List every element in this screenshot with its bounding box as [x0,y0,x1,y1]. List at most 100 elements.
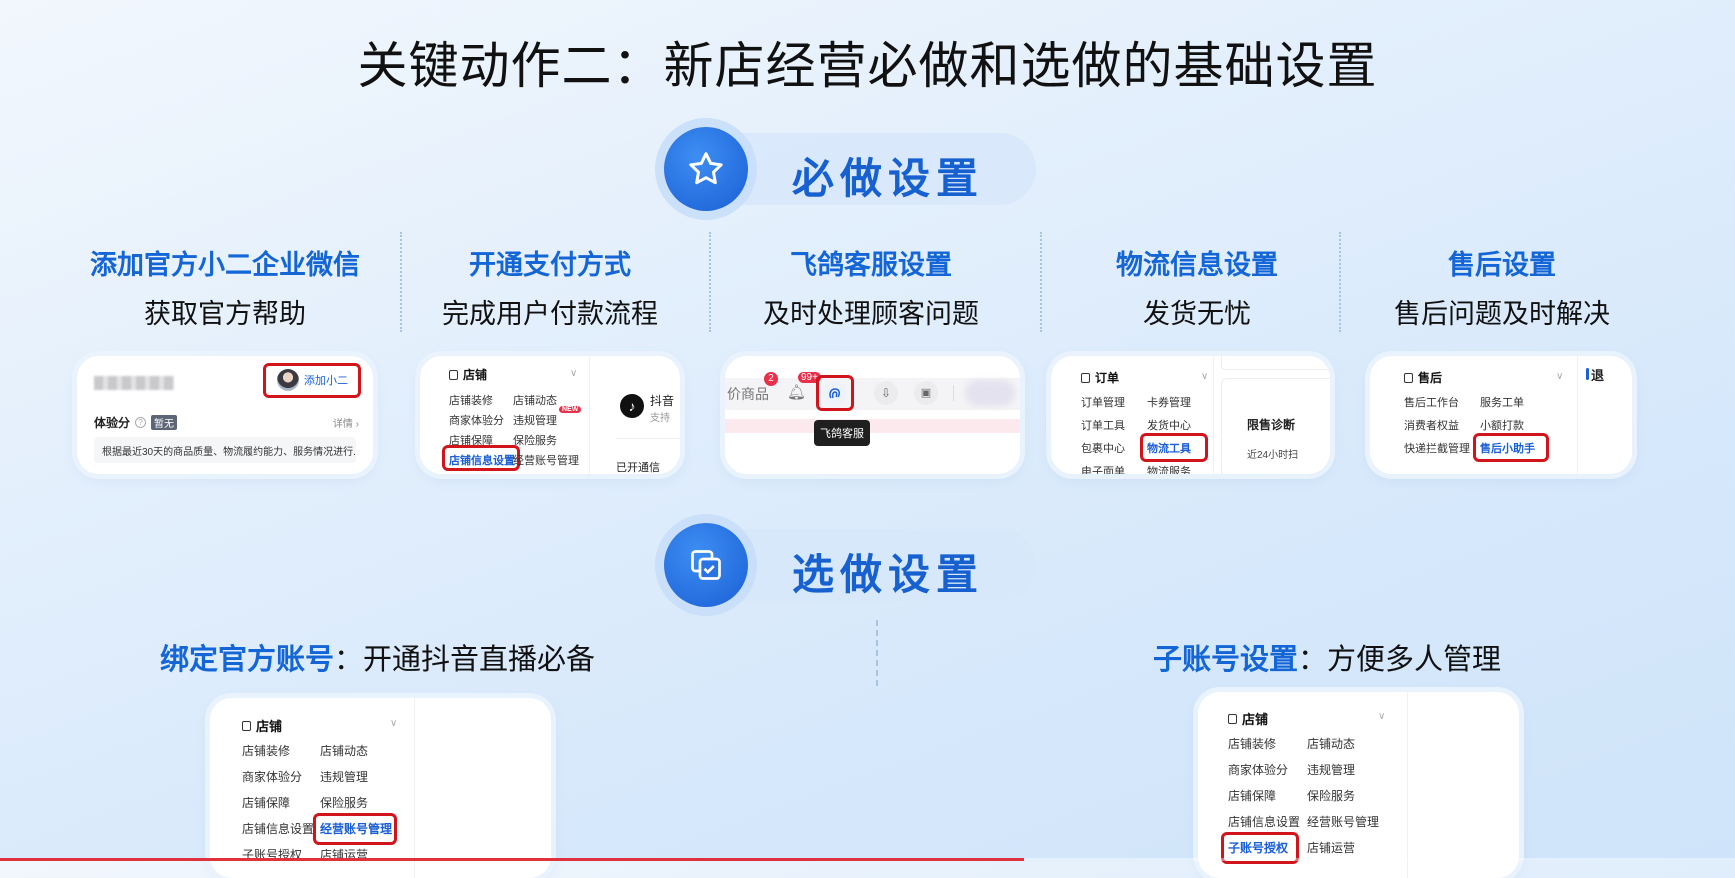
menu-item[interactable]: 订单管理 [1081,397,1125,409]
menu-item[interactable]: 物流工具 [1147,443,1191,455]
required-section-header: 必做设置 [664,127,1036,211]
menu-item[interactable]: 店铺装修 [1228,737,1277,751]
menu-item[interactable]: 保险服务 [320,796,369,810]
headset-service-icon[interactable] [823,381,847,405]
menu-section-icon [1228,713,1237,724]
menu-item[interactable]: 店铺动态 [1307,737,1356,751]
shop-menu-panel [420,356,590,474]
item-subtitle: 及时处理顾客问题 [763,299,979,329]
item-title: 绑定官方账号 [160,644,335,676]
blurred-profile [965,380,1015,406]
menu-item[interactable]: 电子面单 [1081,466,1125,474]
required-item-aftersale: 售后设置售后问题及时解决 [1342,243,1662,331]
highlight-box [313,813,397,845]
chevron-down-icon[interactable]: ∨ [1556,371,1564,382]
new-badge: NEW [559,406,582,413]
menu-header[interactable]: 售后 [1404,369,1442,386]
menu-item[interactable]: 店铺运营 [1307,841,1356,855]
menu-header[interactable]: 店铺 [449,366,487,383]
menu-item[interactable]: 经营账号管理 [513,455,579,467]
aftersale-screenshot-card: 退 售后 ∨ 售后工作台 服务工单消费者权益 小额打款快递拦截管理售后小助手 [1370,356,1632,474]
menu-item[interactable]: 店铺保障 [242,796,291,810]
menu-header[interactable]: 订单 [1081,369,1119,386]
add-staff-button[interactable]: 添加小二 [277,369,348,391]
highlight-box [1140,433,1208,462]
menu-header-label: 店铺 [463,368,488,382]
download-icon[interactable]: ⇩ [874,381,898,405]
service-tooltip: 飞鸽客服 [814,420,870,446]
store-icon[interactable]: ▣ [914,381,938,405]
score-label: 体验分 [94,416,131,430]
optional-section-label: 选做设置 [792,551,985,598]
menu-item[interactable]: 店铺动态 [320,744,369,758]
chevron-down-icon[interactable]: ∨ [390,718,398,729]
menu-item[interactable]: 商家体验分 [242,770,303,784]
order-menu-panel [1051,356,1214,474]
menu-item[interactable]: 店铺装修 [242,744,291,758]
menu-item[interactable]: 店铺动态 [513,395,557,407]
nav-product-link[interactable]: 价商品 [727,386,769,402]
menu-item[interactable]: 卡券管理 [1147,397,1191,409]
menu-item[interactable]: 店铺保障 [1228,789,1277,803]
required-item-logistics: 物流信息设置发货无忧 [1037,243,1357,331]
highlight-box [263,363,361,398]
menu-header[interactable]: 店铺 [1228,709,1268,728]
item-subtitle: ：开通抖音直播必备 [334,644,596,676]
menu-item[interactable]: 子账号授权 [1228,841,1289,855]
video-progress-fill [0,858,1024,861]
required-section-label: 必做设置 [792,155,985,202]
copy-check-icon [664,523,748,607]
service-screenshot-card: 价商品 2 🔔︎ 99+ ⇩ ▣ 飞鸽客服 [725,356,1020,474]
logistics-screenshot-card: 限售诊断 近24小时扫 订单∨订单管理卡券管理订单工具发货中心包裹中心物流工具电… [1051,356,1330,474]
menu-item[interactable]: 包裹中心 [1081,443,1125,455]
menu-item[interactable]: 物流服务 [1147,466,1191,474]
menu-item[interactable]: 店铺信息设置 [242,822,315,836]
menu-item[interactable]: 保险服务 [513,435,557,447]
menu-item[interactable]: 违规管理 [320,770,369,784]
tiktok-subtitle: 支持 [650,413,670,424]
divider [953,385,954,401]
menu-header-label: 店铺 [1242,712,1269,727]
info-icon[interactable]: ? [135,417,147,428]
menu-item[interactable]: 商家体验分 [449,415,504,427]
menu-item[interactable]: 消费者权益 [1404,420,1459,432]
menu-item[interactable]: 快递拦截管理 [1404,443,1470,455]
chevron-down-icon[interactable]: ∨ [1378,711,1386,722]
menu-item[interactable]: 服务工单 [1480,397,1524,409]
menu-item[interactable]: 违规管理 [1307,763,1356,777]
bind-account-screenshot-card: 店铺 ∨ 店铺装修 店铺动态商家体验分 违规管理店铺保障 保险服务店铺信息设置经营账号管理… [210,698,551,878]
refund-title: 退 [1591,368,1605,383]
menu-section-icon [1404,372,1413,383]
item-subtitle: 发货无忧 [1143,299,1251,329]
chevron-down-icon[interactable]: ∨ [570,368,578,379]
menu-item[interactable]: 店铺装修 [449,395,493,407]
details-link[interactable]: 详情 › [332,419,359,430]
payment-opened-label: 已开通信 [616,462,660,474]
menu-item[interactable]: 保险服务 [1307,789,1356,803]
top-panel [1221,356,1330,370]
menu-item[interactable]: 售后工作台 [1404,397,1459,409]
menu-item[interactable]: 店铺信息设置 [1228,815,1301,829]
menu-item[interactable]: 商家体验分 [1228,763,1289,777]
menu-item[interactable]: 违规管理 [513,415,557,427]
divider [876,620,878,686]
menu-item[interactable]: 订单工具 [1081,420,1125,432]
item-title: 飞鸽客服设置 [790,250,952,280]
item-title: 开通支付方式 [469,250,631,280]
menu-item[interactable]: 经营账号管理 [1307,815,1380,829]
diagnosis-subtitle: 近24小时扫 [1247,450,1299,461]
menu-item[interactable]: 经营账号管理 [320,822,393,836]
menu-item[interactable]: 店铺保障 [449,435,493,447]
menu-item[interactable]: 售后小助手 [1480,443,1535,455]
video-progress-track[interactable] [0,858,1735,861]
menu-item[interactable]: 店铺信息设置 [449,455,515,467]
bell-icon[interactable]: 🔔︎ [787,384,807,401]
item-subtitle: 完成用户付款流程 [442,299,658,329]
menu-item[interactable]: 小额打款 [1480,420,1524,432]
section-marker [1586,368,1589,380]
menu-item[interactable]: 发货中心 [1147,420,1191,432]
menu-header[interactable]: 店铺 [242,716,282,735]
required-item-wechat: 添加官方小二企业微信获取官方帮助 [65,243,385,331]
chevron-down-icon[interactable]: ∨ [1201,371,1209,382]
